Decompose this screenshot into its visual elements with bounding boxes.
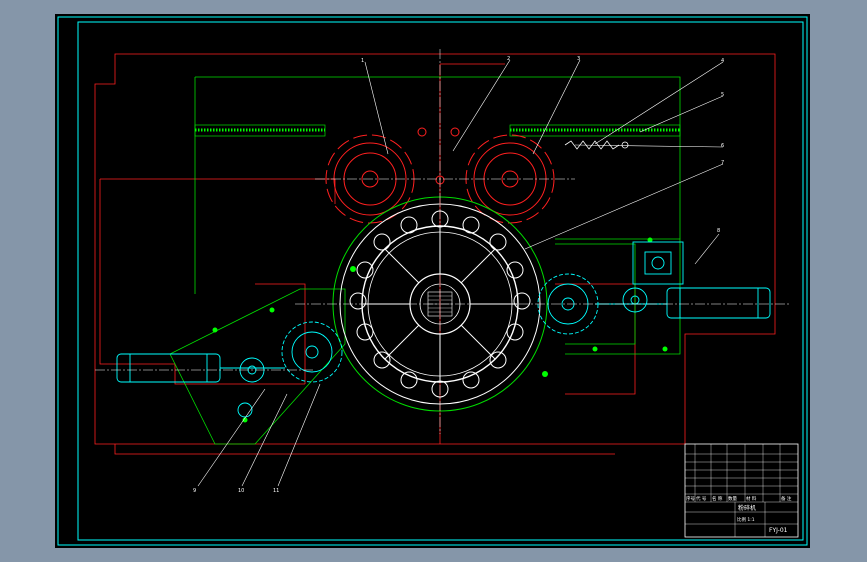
wheel-bolt-holes [349,210,531,398]
tb-col-code: 代 号 [696,495,707,502]
cad-drawing: 1 2 3 4 5 6 7 8 9 10 11 [57,16,808,546]
balloon-7: 7 [721,160,724,166]
outer-border [57,16,808,546]
left-drive-assembly [116,321,343,418]
tb-drawing-name: 粉碎机 [738,504,756,512]
balloon-4: 4 [721,58,724,64]
title-block: 序号 代 号 名 称 数量 材 料 备 注 粉碎机 比例 1:1 FYJ-01 [684,443,799,538]
green-support [169,76,681,445]
part-balloons: 1 2 3 4 5 6 7 8 9 10 11 [193,56,724,494]
balloon-2: 2 [507,56,510,62]
leader-lines [197,59,724,487]
tb-col-material: 材 料 [746,495,757,502]
balloon-1: 1 [361,58,364,64]
center-lines [95,49,790,434]
frame-outline [94,53,776,455]
balloon-8: 8 [717,228,720,234]
balloon-10: 10 [238,488,244,494]
balloon-11: 11 [273,488,279,494]
tb-col-qty: 数量 [728,495,737,502]
upper-conveyor-chains [194,124,681,137]
tb-col-name: 名 称 [712,495,723,502]
center-idler [417,127,460,185]
drawing-sheet: 1 2 3 4 5 6 7 8 9 10 11 [55,14,810,548]
tb-scale: 比例 1:1 [737,516,755,523]
tb-col-no: 序号 [686,495,695,502]
tb-col-remark: 备 注 [781,495,792,502]
balloon-3: 3 [577,56,580,62]
balloon-6: 6 [721,143,724,149]
tb-drawing-no: FYJ-01 [769,527,788,534]
balloon-9: 9 [193,488,196,494]
balloon-5: 5 [721,92,724,98]
right-drive-assembly [537,241,771,335]
inner-border [77,21,804,541]
green-markers [212,237,668,423]
